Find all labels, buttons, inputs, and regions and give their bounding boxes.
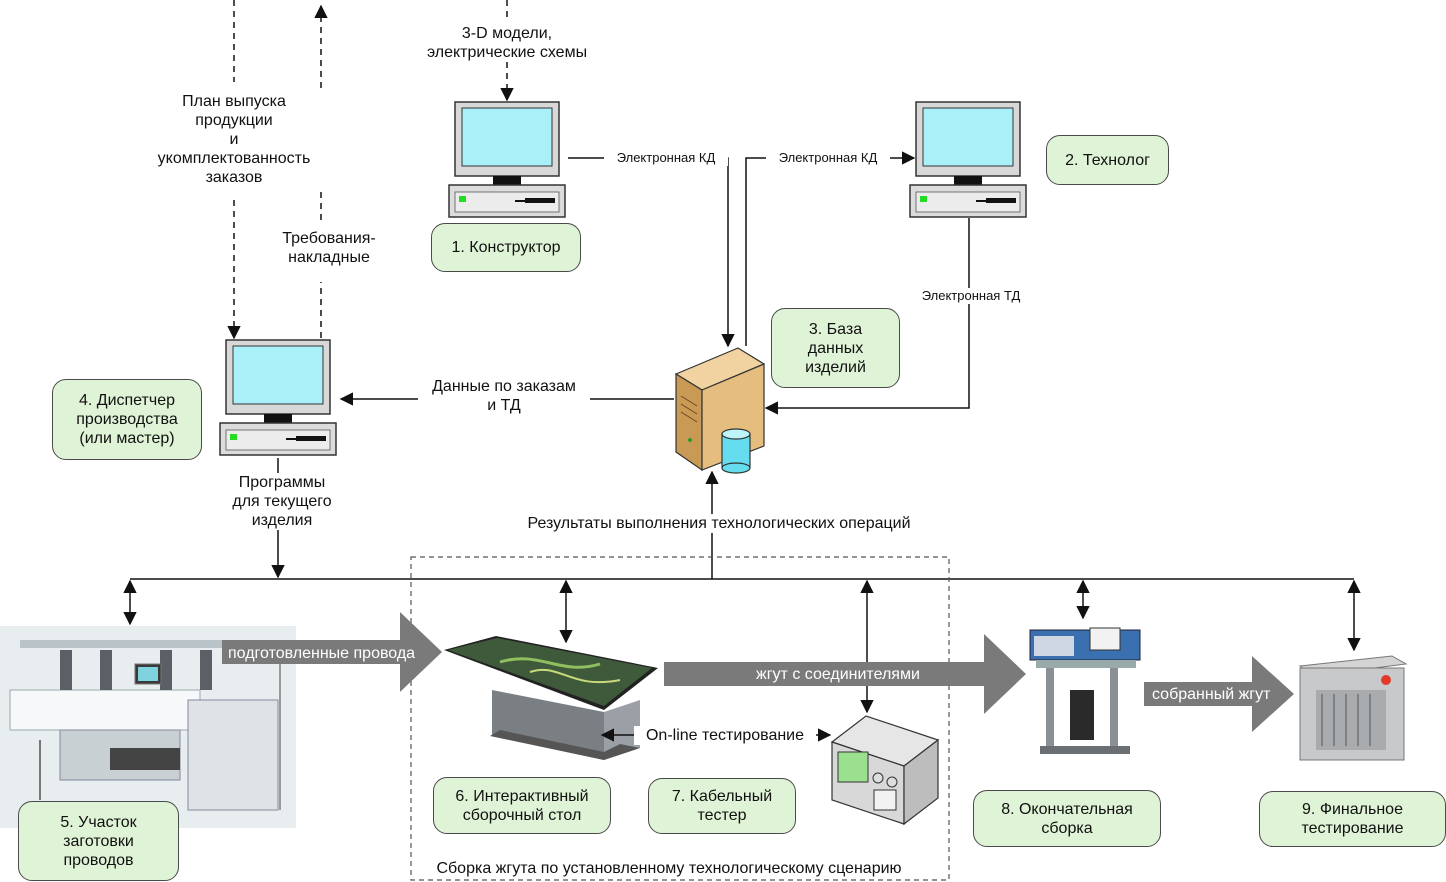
requirements-label: Требования- накладные <box>266 229 392 267</box>
ekd-to-db-arrow <box>568 157 735 348</box>
table-box: 6. Интерактивный сборочный стол <box>433 777 611 834</box>
results-label: Результаты выполнения технологических оп… <box>506 514 932 533</box>
etd-label: Электронная ТД <box>906 288 1036 304</box>
final-assembly-machine-image <box>1029 627 1141 754</box>
prepared-wires-label: подготовленные провода <box>228 645 416 662</box>
assembled-harness-flow-arrow <box>1144 656 1294 732</box>
database-server <box>674 347 766 474</box>
designer-computer <box>448 101 566 218</box>
cable-tester-image <box>830 715 940 826</box>
programs-label: Программы для текущего изделия <box>218 473 346 530</box>
scenario-label: Сборка жгута по установленному технологи… <box>414 859 924 878</box>
harness-connectors-label: жгут с соединителями <box>756 666 920 683</box>
designer-box: 1. Конструктор <box>431 223 581 272</box>
scenario-frame <box>410 556 950 881</box>
technologist-box: 2. Технолог <box>1046 135 1169 185</box>
database-box: 3. База данных изделий <box>771 308 900 388</box>
online-testing-label: On-line тестирование <box>634 726 816 745</box>
wire-prep-box: 5. Участок заготовки проводов <box>18 801 179 881</box>
ekd-left-label: Электронная КД <box>604 150 728 166</box>
interactive-table-image <box>444 636 658 760</box>
final-assembly-box: 8. Окончательная сборка <box>973 790 1161 847</box>
ekd-right-label: Электронная КД <box>766 150 890 166</box>
tester-box: 7. Кабельный тестер <box>648 778 796 834</box>
models-label: 3-D модели, электрические схемы <box>414 24 600 62</box>
final-testing-box: 9. Финальное тестирование <box>1259 791 1446 847</box>
assembled-harness-label: собранный жгут <box>1152 686 1271 703</box>
prepared-wires-flow-arrow <box>222 612 442 692</box>
technologist-computer <box>909 101 1027 218</box>
dispatcher-box: 4. Диспетчер производства (или мастер) <box>52 379 202 460</box>
orders-label: Данные по заказам и ТД <box>418 377 590 415</box>
etd-to-db-arrow <box>764 218 970 415</box>
dispatcher-computer <box>219 339 337 456</box>
plan-label: План выпуска продукции и укомплектованно… <box>146 92 322 187</box>
harness-connectors-flow-arrow <box>664 634 1026 714</box>
final-testing-cabinet-image <box>1298 655 1408 761</box>
